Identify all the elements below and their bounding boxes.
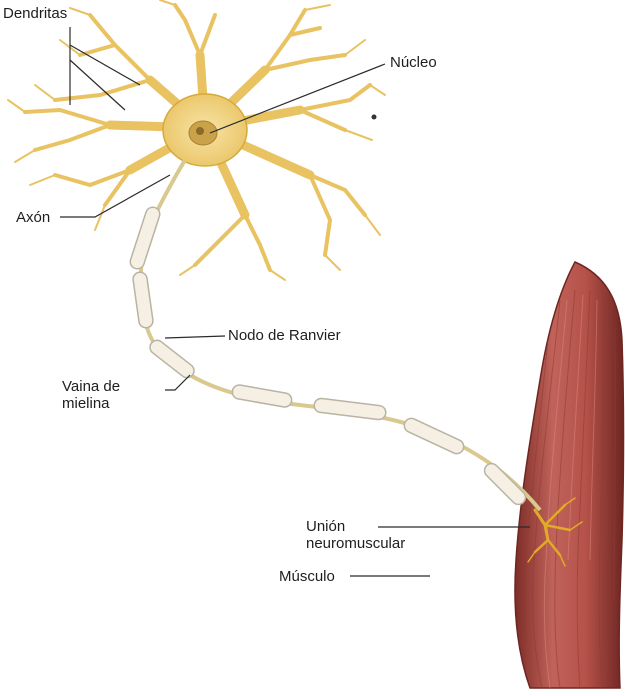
label-dendrites: Dendritas: [3, 5, 67, 22]
neuron-cell-body: [163, 94, 247, 166]
label-neuromuscular-junction-line2: neuromuscular: [306, 535, 405, 552]
label-myelin-sheath-line2: mielina: [62, 395, 120, 412]
label-muscle: Músculo: [279, 568, 335, 585]
leader-dendrites-2: [70, 60, 125, 110]
stray-dot: [372, 115, 377, 120]
leader-dendrites-1: [70, 45, 140, 85]
label-neuromuscular-junction: Unión neuromuscular: [306, 518, 405, 552]
label-neuromuscular-junction-line1: Unión: [306, 518, 405, 535]
leader-node-of-ranvier: [165, 336, 225, 338]
label-nucleus: Núcleo: [390, 54, 437, 71]
label-axon: Axón: [16, 209, 50, 226]
label-node-of-ranvier: Nodo de Ranvier: [228, 327, 341, 344]
label-myelin-sheath-line1: Vaina de: [62, 378, 120, 395]
muscle: [515, 262, 624, 688]
myelin-sheath: [128, 205, 528, 507]
label-myelin-sheath: Vaina de mielina: [62, 378, 120, 412]
